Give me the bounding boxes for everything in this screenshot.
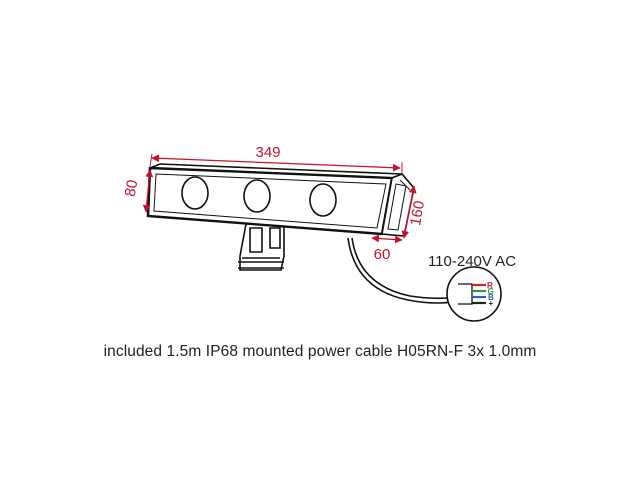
power-connector-icon: RGB+: [446, 266, 502, 322]
dimension-length: 349: [149, 144, 403, 174]
connector-pin-label: +: [489, 299, 494, 308]
voltage-label: 110-240V AC: [428, 253, 516, 270]
connector-pin-label: G: [488, 287, 494, 296]
dimension-height: 80: [122, 169, 154, 213]
dimension-depth-label: 60: [374, 246, 391, 263]
dimension-height-label: 80: [122, 179, 142, 198]
dimension-side-height-label: 160: [407, 199, 428, 227]
lens-center: [243, 179, 271, 213]
lens-left: [181, 176, 209, 210]
lens-right: [309, 183, 337, 217]
caption: included 1.5m IP68 mounted power cable H…: [103, 343, 537, 360]
dimension-side-height: 160: [401, 185, 428, 239]
connector-pin-label: B: [488, 293, 494, 302]
power-cable: [347, 237, 463, 304]
led-wall-washer-fixture: [146, 163, 415, 237]
mounting-bracket-icon: [238, 223, 285, 271]
dimension-length-label: 349: [255, 144, 280, 161]
dimension-depth: 60: [371, 234, 403, 263]
connector-pin-label: R: [487, 281, 493, 290]
